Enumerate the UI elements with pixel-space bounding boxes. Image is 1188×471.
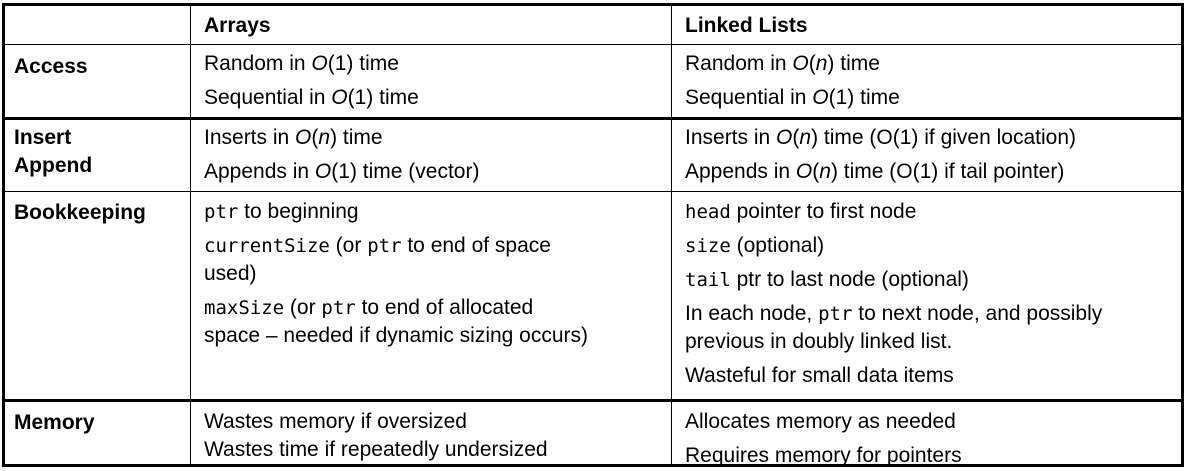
bookkeeping-arrays-line-2-cont: used) — [204, 262, 257, 285]
row-label-insert-append: Insert Append — [5, 120, 190, 191]
row-label-access: Access — [14, 55, 88, 78]
bookkeeping-linked-line-4: In each node, ptr to next node, and poss… — [685, 302, 1103, 325]
bookkeeping-linked-line-1: head pointer to first node — [685, 200, 917, 223]
header-linked-lists: Linked Lists — [671, 6, 1181, 44]
access-linked-line-1: Random in O(n) time — [685, 52, 880, 75]
access-arrays-line-1: Random in O(1) time — [204, 52, 399, 75]
insert-linked-line-1: Inserts in O(n) time (O(1) if given loca… — [685, 126, 1076, 149]
memory-arrays-line-2: Wastes time if repeatedly undersized — [204, 438, 548, 461]
cell-bookkeeping-linked: head pointer to first node size (optiona… — [671, 192, 1181, 399]
cell-insert-linked: Inserts in O(n) time (O(1) if given loca… — [671, 120, 1181, 191]
insert-linked-line-2: Appends in O(n) time (O(1) if tail point… — [685, 160, 1065, 183]
cell-access-linked: Random in O(n) time Sequential in O(1) t… — [671, 45, 1181, 117]
header-empty-cell — [5, 6, 190, 44]
bookkeeping-arrays-line-3: maxSize (or ptr to end of allocated — [204, 296, 534, 319]
row-label-append: Append — [14, 154, 93, 177]
row-label-memory: Memory — [14, 411, 95, 434]
bookkeeping-linked-line-4-cont: previous in doubly linked list. — [685, 330, 953, 353]
cell-memory-linked: Allocates memory as needed Requires memo… — [671, 402, 1181, 467]
table-row-memory: Memory Wastes memory if oversized Wastes… — [5, 399, 1181, 467]
cell-bookkeeping-arrays: ptr to beginning currentSize (or ptr to … — [190, 192, 671, 399]
header-arrays: Arrays — [190, 6, 671, 44]
memory-linked-line-2: Requires memory for pointers — [685, 444, 962, 467]
bookkeeping-arrays-line-1: ptr to beginning — [204, 200, 359, 223]
header-row: Arrays Linked Lists — [5, 6, 1181, 44]
row-label-bookkeeping: Bookkeeping — [14, 201, 146, 224]
insert-arrays-line-1: Inserts in O(n) time — [204, 126, 383, 149]
memory-arrays-line-1: Wastes memory if oversized — [204, 410, 467, 433]
cell-insert-arrays: Inserts in O(n) time Appends in O(1) tim… — [190, 120, 671, 191]
bookkeeping-linked-line-3: tail ptr to last node (optional) — [685, 268, 969, 291]
bookkeeping-linked-line-5: Wasteful for small data items — [685, 364, 954, 387]
cell-memory-arrays: Wastes memory if oversized Wastes time i… — [190, 402, 671, 464]
row-label-insert: Insert — [14, 126, 72, 149]
access-linked-line-2: Sequential in O(1) time — [685, 86, 900, 109]
access-arrays-line-2: Sequential in O(1) time — [204, 86, 419, 109]
comparison-table: Arrays Linked Lists Access Random in O(1… — [2, 3, 1184, 467]
cell-access-arrays: Random in O(1) time Sequential in O(1) t… — [190, 45, 671, 117]
table-row-insert-append: Insert Append Inserts in O(n) time Appen… — [5, 117, 1181, 191]
table-row-access: Access Random in O(1) time Sequential in… — [5, 44, 1181, 117]
bookkeeping-arrays-line-2: currentSize (or ptr to end of space — [204, 234, 551, 257]
table-row-bookkeeping: Bookkeeping ptr to beginning currentSize… — [5, 191, 1181, 399]
bookkeeping-linked-line-2: size (optional) — [685, 234, 825, 257]
insert-arrays-line-2: Appends in O(1) time (vector) — [204, 160, 480, 183]
bookkeeping-arrays-line-3-cont: space – needed if dynamic sizing occurs) — [204, 324, 589, 347]
memory-linked-line-1: Allocates memory as needed — [685, 410, 956, 433]
